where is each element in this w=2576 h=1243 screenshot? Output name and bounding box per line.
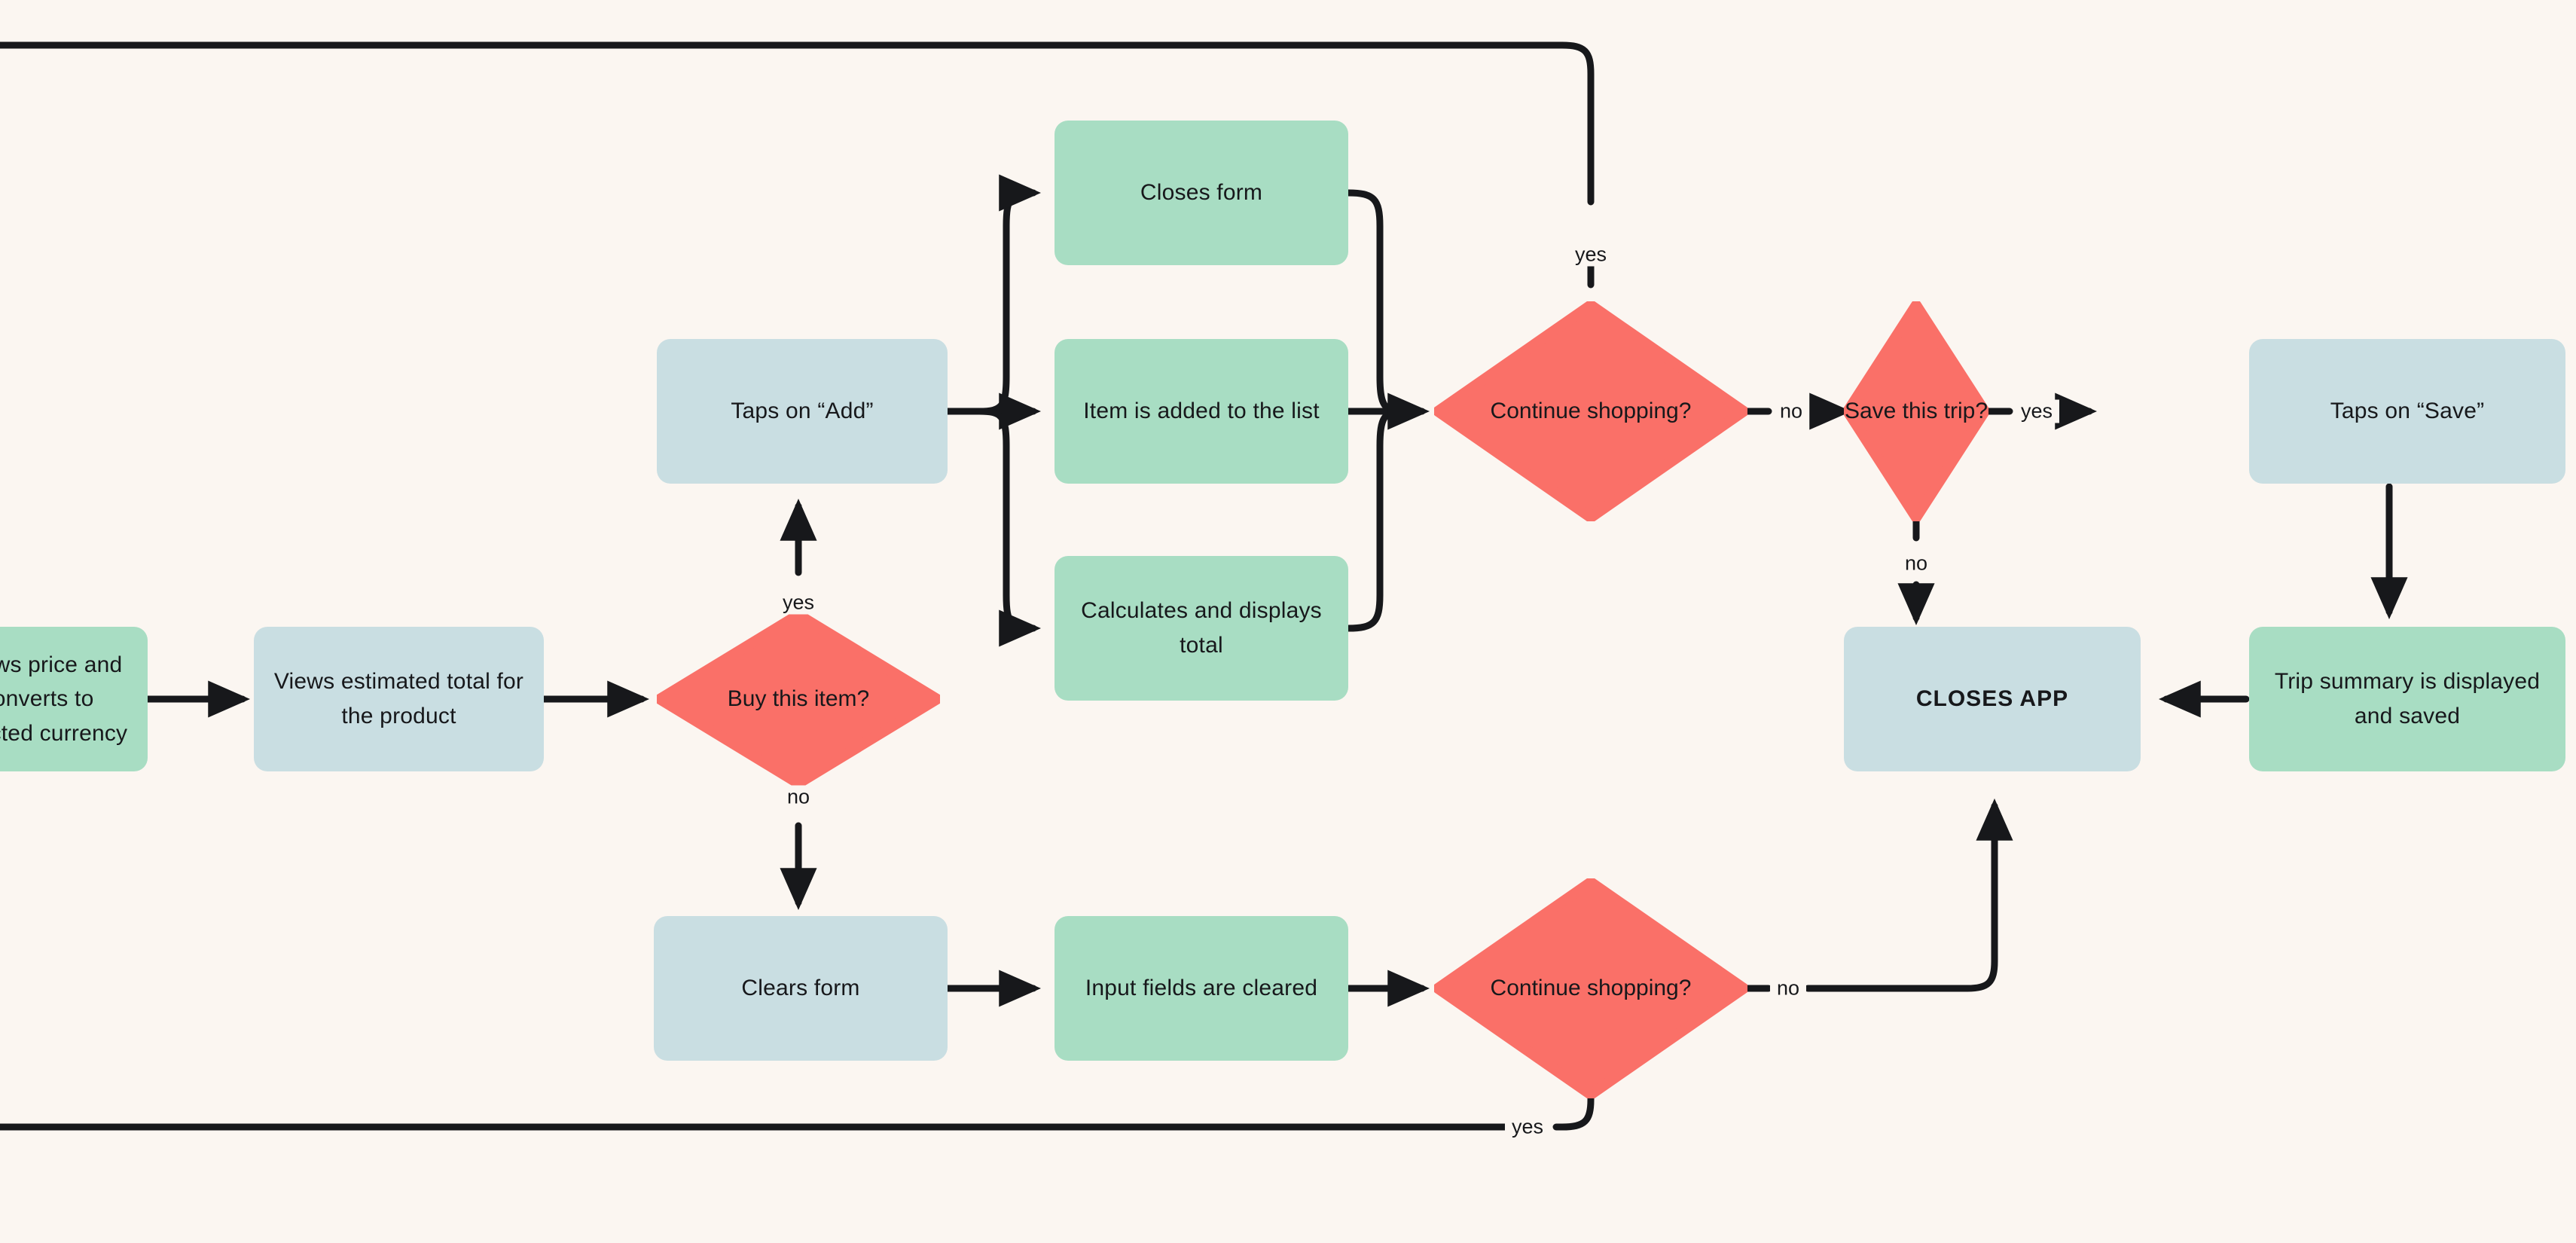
node-label: Input fields are cleared [1085, 976, 1318, 1001]
node-label: Item is added to the list [1083, 399, 1320, 424]
node-label: Closes form [1140, 180, 1263, 206]
edge-label-continue-top-yes: yes [1567, 243, 1614, 267]
node-label: Shows price and converts to selected cur… [0, 652, 128, 746]
edge-label-buy-item-no: no [780, 785, 817, 809]
edge-cbottom-yes-a [1552, 1084, 1595, 1131]
node-price-converts[interactable]: Shows price and converts to selected cur… [0, 627, 148, 771]
node-taps-on-add[interactable]: Taps on “Add” [657, 339, 948, 484]
node-label: Buy this item? [727, 686, 870, 712]
node-label: Save this trip? [1844, 399, 1988, 424]
node-label: CLOSES APP [1915, 686, 2069, 712]
node-taps-on-save[interactable]: Taps on “Save” [2249, 339, 2565, 484]
node-label: Taps on “Save” [2330, 399, 2485, 424]
node-label: Clears form [741, 976, 860, 1001]
edge-label-continue-bottom-yes: yes [1504, 1115, 1551, 1139]
node-closes-app[interactable]: CLOSES APP [1844, 627, 2141, 771]
node-label: Views estimated total for the product [273, 669, 524, 728]
edge-closesform-merge [1344, 189, 1406, 415]
edge-label-continue-top-no: no [1772, 399, 1810, 423]
node-save-this-trip[interactable]: Save this trip? [1844, 301, 1988, 521]
edge-label-continue-bottom-no: no [1769, 976, 1807, 1000]
node-label: Trip summary is displayed and saved [2274, 669, 2541, 728]
node-buy-this-item[interactable]: Buy this item? [657, 612, 940, 786]
node-label: Continue shopping? [1490, 399, 1692, 424]
edge-label-save-trip-no: no [1897, 551, 1935, 576]
edge-ctop-yes-loop [0, 41, 1595, 206]
node-input-fields-cleared[interactable]: Input fields are cleared [1055, 916, 1348, 1061]
edge-calctotal-merge [1344, 408, 1406, 632]
diamond-shape [1434, 878, 1747, 1098]
diamond-shape [1434, 301, 1747, 521]
node-label: Calculates and displays total [1081, 598, 1322, 658]
node-continue-shopping-top[interactable]: Continue shopping? [1434, 301, 1747, 521]
node-label: Taps on “Add” [731, 399, 874, 424]
node-trip-summary-saved[interactable]: Trip summary is displayed and saved [2249, 627, 2565, 771]
diamond-shape [657, 612, 940, 786]
edge-cbottom-no-loop [1804, 798, 2013, 992]
node-label: Continue shopping? [1490, 976, 1692, 1001]
node-views-estimated-total[interactable]: Views estimated total for the product [254, 627, 544, 771]
diamond-shape [1844, 301, 1988, 521]
edge-label-buy-item-yes: yes [775, 591, 822, 615]
node-calculates-displays-total[interactable]: Calculates and displays total [1055, 556, 1348, 701]
node-clears-form[interactable]: Clears form [654, 916, 948, 1061]
node-closes-form[interactable]: Closes form [1055, 121, 1348, 265]
edge-label-save-trip-yes: yes [2013, 399, 2060, 423]
edge-add-to-closesform [975, 174, 1042, 415]
node-continue-shopping-bottom[interactable]: Continue shopping? [1434, 878, 1747, 1098]
node-item-added-to-list[interactable]: Item is added to the list [1055, 339, 1348, 484]
edge-add-to-calctotal [975, 408, 1042, 647]
